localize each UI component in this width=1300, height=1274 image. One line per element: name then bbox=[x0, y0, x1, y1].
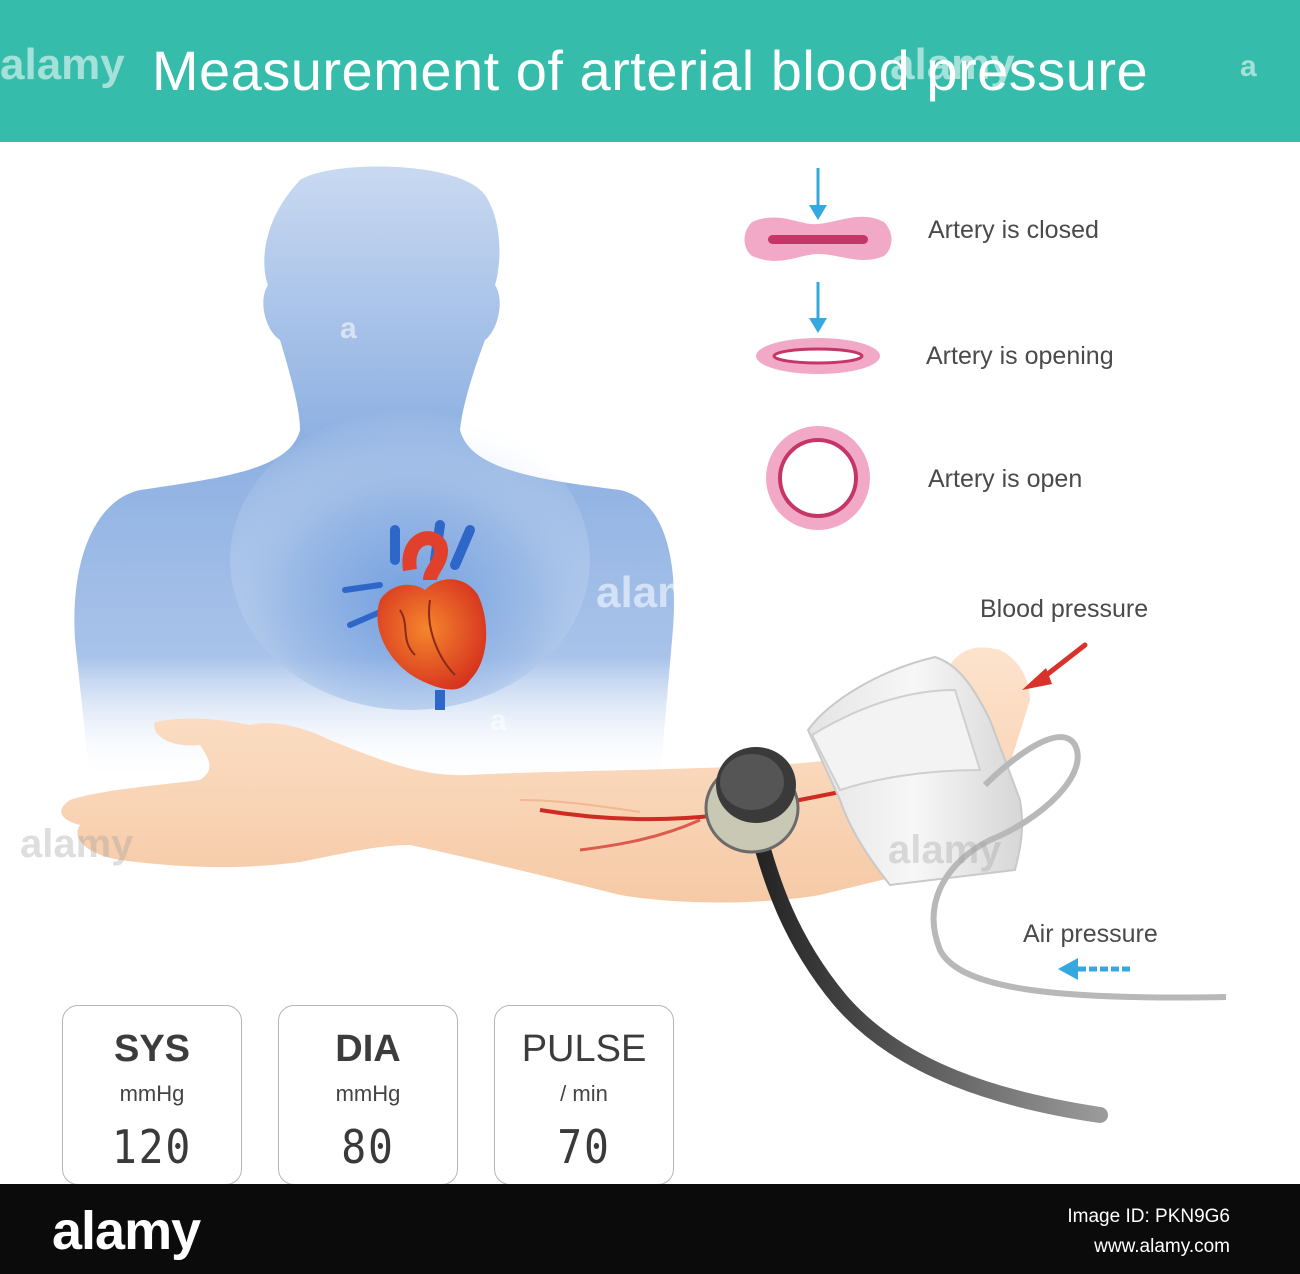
artery-closed-label: Artery is closed bbox=[928, 216, 1099, 245]
pulse-unit: / min bbox=[495, 1081, 673, 1107]
sys-name: SYS bbox=[63, 1028, 241, 1071]
artery-closed-icon bbox=[745, 168, 892, 261]
air-pressure-label: Air pressure bbox=[1023, 920, 1158, 949]
image-id: Image ID: PKN9G6 bbox=[1067, 1206, 1230, 1228]
watermark: alamy bbox=[888, 828, 1001, 873]
footer-logo: alamy bbox=[52, 1200, 200, 1262]
blood-pressure-arrow bbox=[1022, 645, 1085, 690]
pulse-value: 70 bbox=[504, 1120, 664, 1174]
watermark: a bbox=[340, 312, 357, 346]
sys-unit: mmHg bbox=[63, 1081, 241, 1107]
pulse-panel: PULSE / min 70 bbox=[494, 1005, 674, 1185]
artery-opening-icon bbox=[756, 282, 880, 374]
dia-name: DIA bbox=[279, 1028, 457, 1071]
watermark: alamy bbox=[596, 568, 721, 618]
body-silhouette bbox=[74, 166, 674, 780]
sys-panel: SYS mmHg 120 bbox=[62, 1005, 242, 1185]
artery-opening-label: Artery is opening bbox=[926, 342, 1114, 371]
dia-panel: DIA mmHg 80 bbox=[278, 1005, 458, 1185]
blood-pressure-label: Blood pressure bbox=[980, 595, 1148, 624]
artery-open-label: Artery is open bbox=[928, 465, 1082, 494]
dia-unit: mmHg bbox=[279, 1081, 457, 1107]
watermark: alamy bbox=[20, 822, 133, 867]
sys-value: 120 bbox=[72, 1120, 232, 1174]
site-url: www.alamy.com bbox=[1094, 1236, 1230, 1258]
pulse-name: PULSE bbox=[495, 1028, 673, 1071]
watermark: a bbox=[490, 704, 507, 738]
air-pressure-arrow bbox=[1058, 958, 1130, 980]
dia-value: 80 bbox=[288, 1120, 448, 1174]
artery-open-icon bbox=[766, 426, 870, 530]
footer-bar: alamy Image ID: PKN9G6 www.alamy.com bbox=[0, 1184, 1300, 1274]
